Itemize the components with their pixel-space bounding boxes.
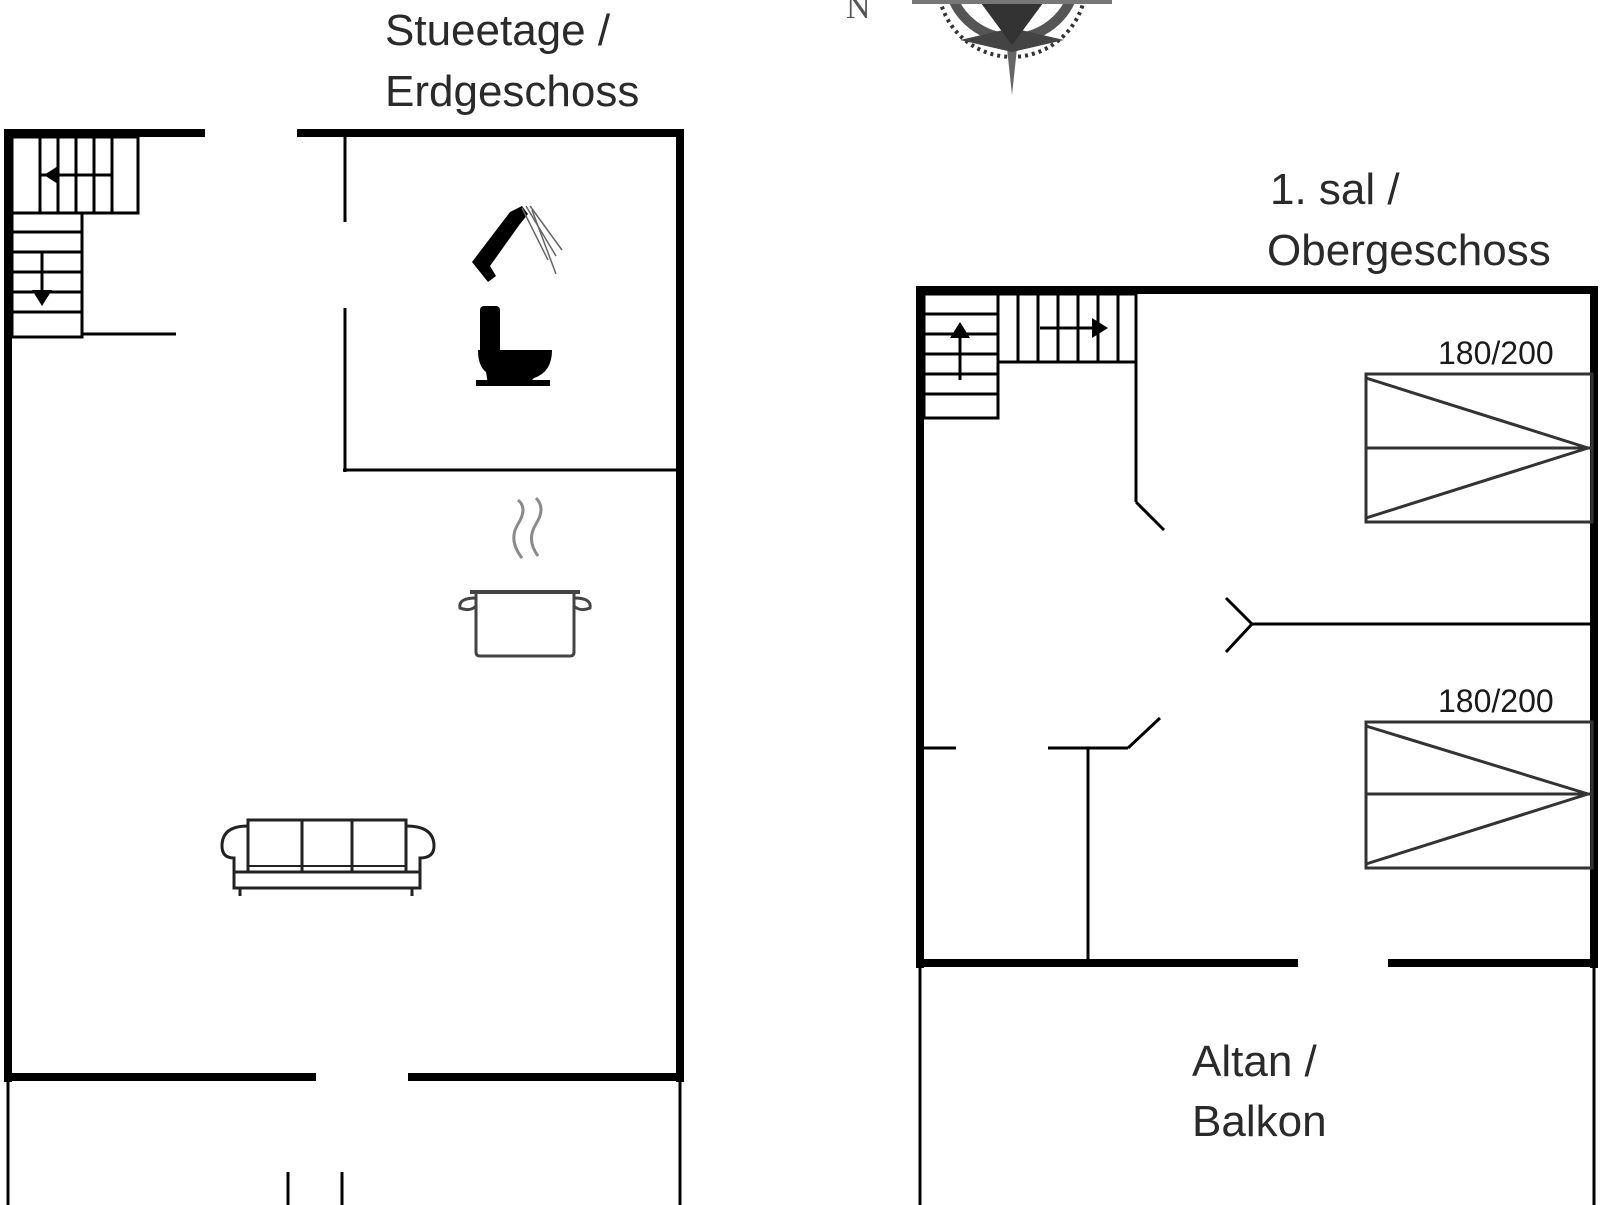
toilet-icon — [476, 306, 552, 386]
door-swing-3 — [1224, 622, 1254, 654]
shower-icon — [472, 205, 563, 282]
ground-floor-label-line2: Erdgeschoss — [385, 67, 639, 116]
stairs-icon — [922, 292, 1138, 420]
bed-1-size-label: 180/200 — [1438, 335, 1554, 371]
balcony-label-line2: Balkon — [1192, 1097, 1327, 1146]
cooking-pot-icon — [458, 496, 592, 658]
door-swing-1 — [1134, 500, 1166, 532]
door-swing-2 — [1224, 596, 1254, 626]
sofa-icon — [220, 818, 436, 896]
balcony-label-line1: Altan / — [1192, 1037, 1318, 1086]
ground-floor: Stueetage / Erdgeschoss — [4, 6, 684, 1205]
upper-floor-label-line1: 1. sal / — [1270, 165, 1400, 214]
bed-2-size-label: 180/200 — [1438, 683, 1554, 719]
stairs-icon — [10, 135, 176, 339]
upper-floor: 1. sal / Obergeschoss — [916, 165, 1598, 1205]
compass-rose-icon: N — [846, 0, 1112, 95]
double-bed-icon: 180/200 — [1364, 683, 1594, 870]
upper-floor-label-line2: Obergeschoss — [1267, 226, 1551, 275]
double-bed-icon: 180/200 — [1364, 335, 1594, 524]
ground-floor-label-line1: Stueetage / — [385, 6, 611, 55]
door-swing-4 — [1126, 716, 1162, 750]
compass-north-label: N — [846, 0, 871, 26]
